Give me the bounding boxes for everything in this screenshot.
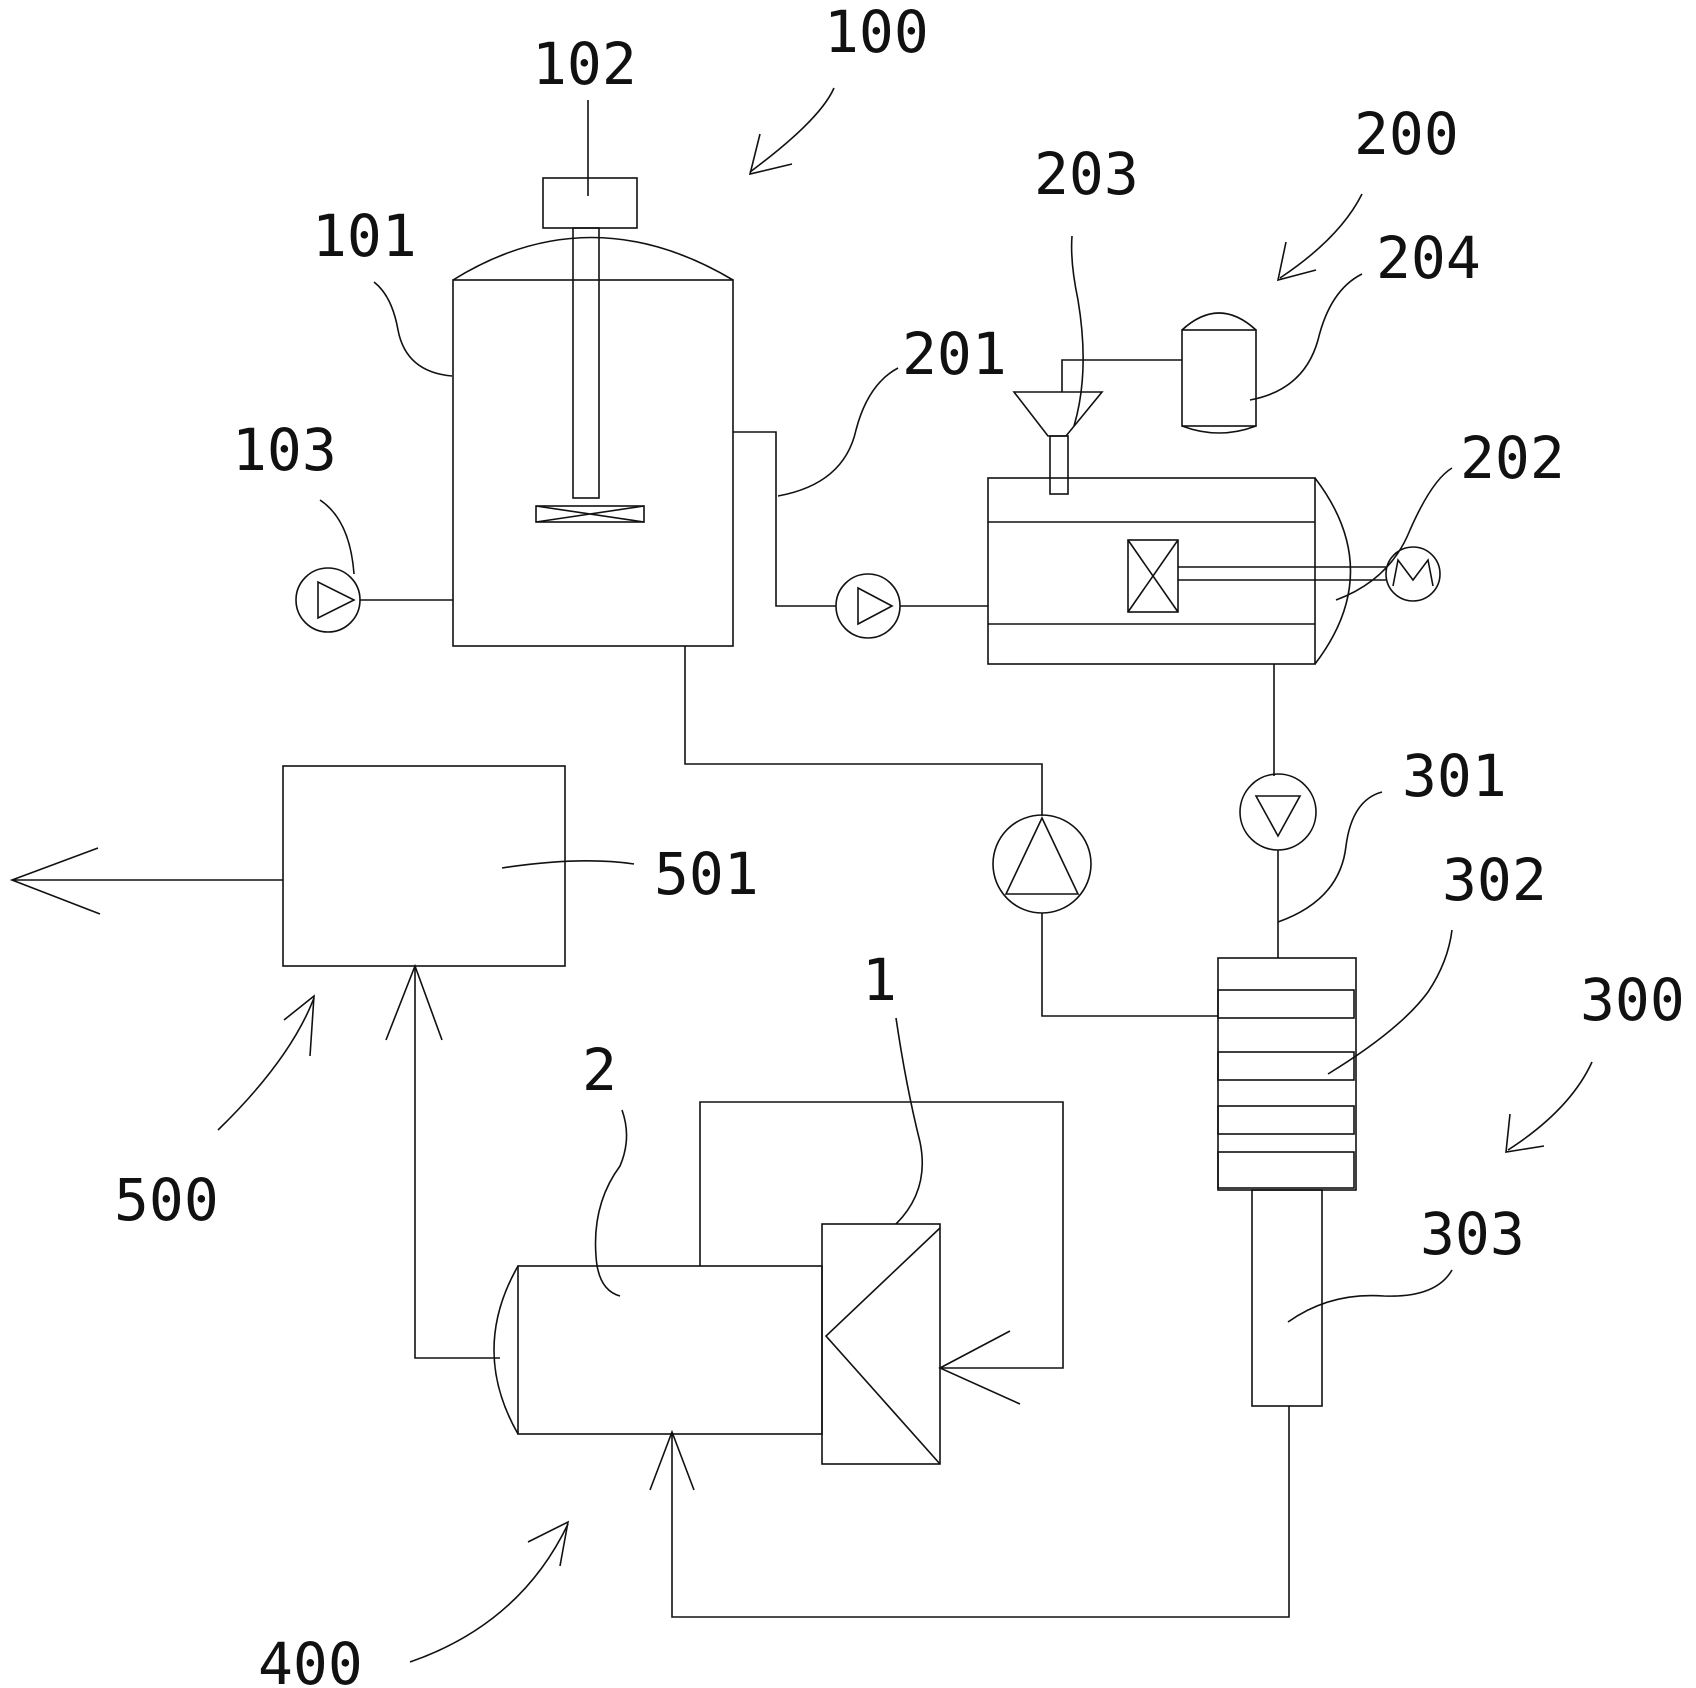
label-500: 500 [114, 1166, 219, 1234]
pipe-400-to-500 [385, 963, 500, 1359]
group-arrow-200 [1276, 193, 1363, 282]
group-arrow-500 [217, 994, 315, 1131]
label-200: 200 [1354, 100, 1459, 168]
tube-303 [1251, 1189, 1323, 1407]
label-400: 400 [258, 1630, 363, 1688]
return-line-pump [684, 646, 1218, 1017]
box-501 [282, 765, 566, 967]
agitator-motor-102 [542, 177, 638, 229]
block-1 [821, 1223, 941, 1465]
feed-pump-103 [295, 567, 453, 633]
label-2: 2 [582, 1036, 617, 1104]
pipe-301 [1239, 664, 1317, 958]
group-arrow-400 [409, 1520, 570, 1663]
group-arrow-100 [748, 87, 835, 176]
label-302: 302 [1442, 846, 1547, 914]
label-203: 203 [1034, 140, 1139, 208]
label-102: 102 [532, 30, 637, 98]
horizontal-vessel-202 [987, 477, 1441, 665]
agitator-shaft [535, 227, 645, 523]
pipe-303-to-400 [649, 1406, 1290, 1618]
leader-lines [319, 100, 1453, 1323]
reference-labels: 100 102 101 103 200 203 204 201 202 301 … [114, 0, 1685, 1688]
label-100: 100 [824, 0, 929, 66]
cylinder-2 [493, 1265, 823, 1435]
label-201: 201 [902, 320, 1007, 388]
tank-204 [1181, 312, 1257, 434]
pipe-201 [733, 431, 988, 639]
label-301: 301 [1402, 742, 1507, 810]
label-202: 202 [1460, 424, 1565, 492]
stirred-tank-101 [452, 236, 734, 647]
label-303: 303 [1420, 1200, 1525, 1268]
output-arrow [9, 847, 283, 915]
label-204: 204 [1376, 224, 1481, 292]
label-101: 101 [312, 202, 417, 270]
loop-400 [699, 1101, 1064, 1405]
hopper-203 [1012, 359, 1182, 495]
label-103: 103 [232, 416, 337, 484]
label-300: 300 [1580, 966, 1685, 1034]
column-302 [1217, 957, 1357, 1191]
label-1: 1 [862, 946, 897, 1014]
group-arrow-300 [1505, 1061, 1593, 1153]
label-501: 501 [654, 840, 759, 908]
